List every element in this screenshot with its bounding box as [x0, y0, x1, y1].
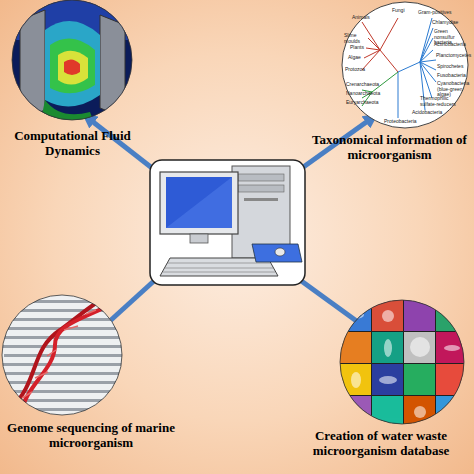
caption-label: Genome sequencing of marine microorganis… [2, 420, 180, 450]
dna-image [0, 290, 130, 420]
microbe-database-image [338, 298, 468, 428]
caption-label: Computational Fluid Dynamics [0, 128, 145, 158]
taxon-label: Acidobacteria [412, 110, 446, 116]
computer-illustration [150, 160, 305, 285]
arrows [88, 118, 372, 330]
phylogenetic-tree [342, 2, 468, 128]
taxon-label: Thermophilic sulfate-reducers [420, 96, 456, 107]
taxon-label: Nanoarchaeota [346, 91, 376, 97]
taxon-label: Actinobacteria [434, 42, 472, 48]
caption-label: Taxonomical information of microorganism [305, 132, 474, 162]
taxon-label: Slime moulds [344, 33, 368, 44]
taxon-label: Protozoa [345, 67, 369, 73]
taxon-label: Crenarchaeota [346, 82, 376, 88]
taxon-label: Proteobacteria [384, 119, 420, 125]
taxon-label: Animals [352, 15, 382, 21]
taxon-label: Euryarchaeota [346, 100, 376, 106]
taxon-label: Plants [350, 45, 370, 51]
taxon-label: Chlamydiae [432, 20, 464, 26]
taxon-label: Algae [348, 55, 368, 61]
taxon-label: Fusobacteria [437, 73, 469, 79]
cfd-image [0, 0, 140, 125]
taxon-label: Gram-positives [418, 10, 458, 16]
taxon-label: Planctomycetes [436, 53, 472, 59]
taxon-label: Spirochetes [437, 64, 469, 70]
taxon-label: Fungi [392, 8, 410, 14]
caption-label: Creation of water waste microorganism da… [288, 428, 474, 458]
